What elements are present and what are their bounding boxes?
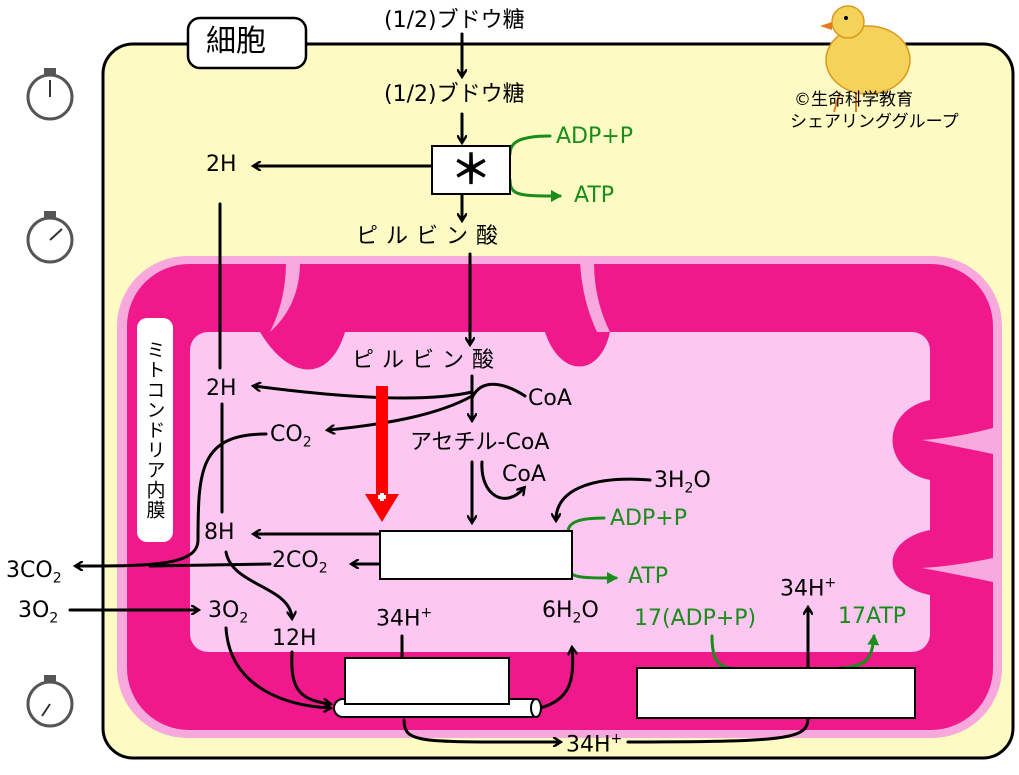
stopwatch-icon	[26, 68, 74, 121]
crista	[892, 530, 930, 595]
proton-flow-arrow	[402, 718, 560, 742]
pyruvate-matrix-label: ピルビン酸	[352, 348, 503, 373]
glucose-inside-label: (1/2)ブドウ糖	[384, 82, 525, 107]
stopwatch-icon	[26, 675, 74, 728]
atp-synthase-label: 17ATP	[838, 604, 907, 629]
crista	[922, 558, 993, 582]
h-pyruvate-label: 2H	[206, 376, 237, 401]
proton-top-label: 34H+	[780, 575, 837, 602]
proton-bottom-label: 34H+	[566, 731, 623, 758]
citric-acid-cycle-box[interactable]	[379, 530, 573, 580]
proton-return-line	[626, 714, 810, 744]
crista	[270, 262, 300, 332]
12h-to-etc-arrow	[290, 650, 330, 704]
crista	[892, 400, 930, 480]
water-in-label: 3H2O	[654, 468, 711, 497]
red-arrow	[365, 386, 399, 522]
cell-title: 細胞	[206, 24, 266, 59]
glucose-outside-label: (1/2)ブドウ糖	[384, 8, 525, 33]
crista	[260, 332, 345, 370]
coa-in-arrow	[470, 382, 527, 400]
adp-glycolysis-label: ADP+P	[556, 124, 633, 149]
co2-release-arrow	[76, 432, 268, 566]
o2-outside-label: 3O2	[18, 598, 59, 627]
pyruvate-cytosol-label: ピルビン酸	[356, 224, 507, 249]
atp-synthase-box[interactable]	[636, 667, 916, 719]
h-total-label: 12H	[272, 626, 317, 651]
glycolysis-box: ＊	[431, 145, 511, 195]
glycolysis-symbol: ＊	[451, 147, 491, 193]
mitochondrial-matrix	[190, 332, 930, 652]
atp-citric-label: ATP	[628, 564, 669, 589]
coa-in-label: CoA	[528, 386, 572, 411]
pyruvate-co2-arrow	[328, 394, 474, 430]
adp-citric-label: ADP+P	[610, 506, 687, 531]
electron-transport-box[interactable]	[344, 657, 510, 705]
plus-icon	[378, 493, 386, 501]
acetyl-coa-label: アセチル-CoA	[410, 430, 550, 455]
water-out-arrow	[538, 648, 573, 710]
cell-title-tag	[186, 16, 308, 70]
crista	[922, 428, 993, 454]
h-citric-label: 8H	[204, 520, 235, 545]
chick-icon	[820, 5, 911, 113]
etc-tube-end	[530, 698, 542, 718]
water-in-arrow	[556, 477, 652, 520]
co2-citric-label: 2CO2	[272, 548, 328, 577]
o2-to-etc-arrow	[224, 626, 330, 708]
8h-to-12h-arrow	[224, 550, 292, 618]
stopwatch-icon	[26, 211, 74, 264]
water-out-label: 6H2O	[542, 598, 599, 627]
co2-citric-join	[148, 562, 272, 568]
membrane-label: ミトコンドリア内膜	[137, 318, 173, 542]
pyruvate-2h-arrow	[254, 386, 474, 400]
o2-inside-label: 3O2	[208, 598, 249, 627]
co2-pyruvate-label: CO2	[270, 422, 312, 451]
co2-total-label: 3CO2	[6, 558, 62, 587]
copyright-text: ©生命科学教育	[794, 90, 913, 110]
coa-out-arrow	[480, 460, 524, 500]
crista	[545, 332, 610, 367]
adp-citric-arrow	[566, 516, 606, 534]
proton-pumped-label: 34H+	[376, 605, 433, 632]
adp-synthase-label: 17(ADP+P)	[634, 606, 757, 631]
coa-out-label: CoA	[502, 462, 546, 487]
group-text: シェアリンググループ	[790, 112, 959, 132]
atp-glycolysis-label: ATP	[574, 183, 615, 208]
crista	[580, 262, 610, 332]
h-glycolysis-label: 2H	[206, 152, 237, 177]
